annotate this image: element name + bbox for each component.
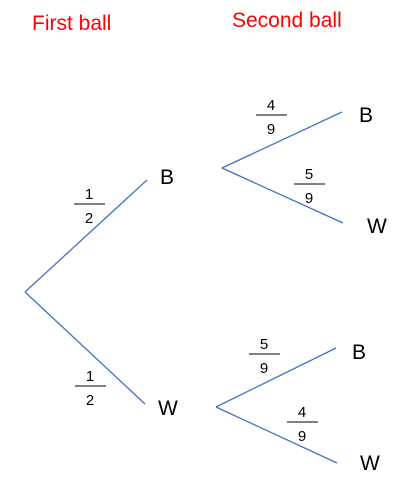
node-first-B: B: [160, 166, 174, 189]
branch-root-to-first-W: [24, 291, 146, 405]
fraction-numerator: 5: [260, 336, 268, 353]
heading-second-ball: Second ball: [232, 9, 342, 32]
branch-first-B-to-second-W: [221, 167, 344, 224]
fraction-denominator: 9: [267, 121, 275, 138]
fraction-denominator: 9: [305, 190, 313, 207]
branch-first-W-to-second-W: [215, 406, 338, 464]
node-first-W: W: [158, 397, 178, 420]
fraction-numerator: 1: [85, 186, 93, 203]
fraction-denominator: 2: [86, 392, 94, 409]
fraction-second-BB: 4 9: [256, 97, 287, 138]
branch-first-B-to-second-B: [221, 111, 343, 169]
fraction-first-W: 1 2: [75, 368, 106, 409]
branch-first-W-to-second-B: [215, 347, 337, 408]
node-second-WB: B: [352, 341, 366, 364]
fraction-numerator: 1: [86, 368, 94, 385]
fraction-denominator: 9: [260, 360, 268, 377]
fraction-denominator: 9: [298, 428, 306, 445]
node-second-WW: W: [360, 452, 380, 475]
heading-first-ball: First ball: [32, 12, 111, 35]
fraction-first-B: 1 2: [74, 186, 105, 227]
node-second-BB: B: [359, 104, 373, 127]
fraction-numerator: 4: [267, 97, 275, 114]
fraction-second-WB: 5 9: [249, 336, 280, 377]
fraction-numerator: 4: [298, 404, 306, 421]
fraction-denominator: 2: [85, 210, 93, 227]
fraction-second-WW: 4 9: [287, 404, 318, 445]
fraction-second-BW: 5 9: [294, 166, 325, 207]
branch-root-to-first-B: [24, 179, 148, 293]
fraction-numerator: 5: [305, 166, 313, 183]
node-second-BW: W: [367, 215, 387, 238]
